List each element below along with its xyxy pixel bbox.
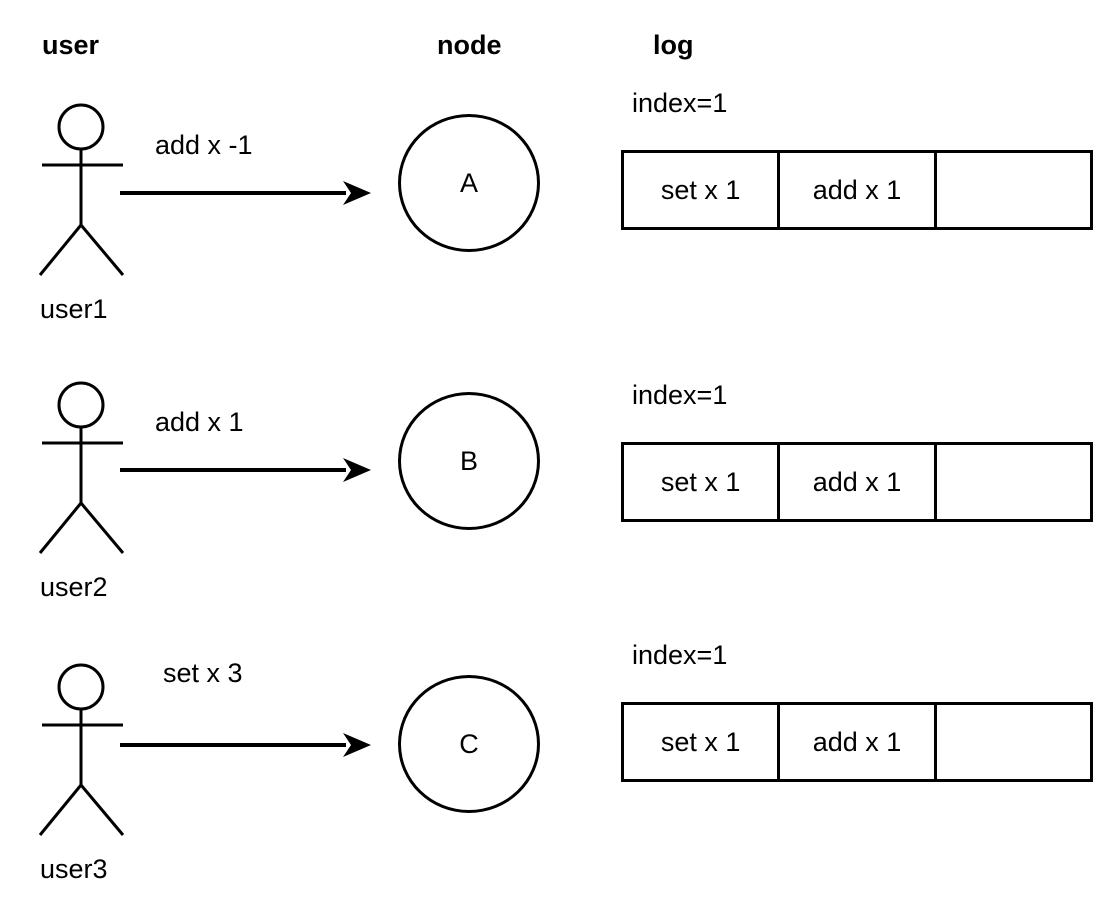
message-label-row2: add x 1 — [155, 407, 244, 437]
column-header-user: user — [42, 30, 100, 60]
node-B[interactable]: B — [398, 392, 540, 530]
message-arrow-row2 — [118, 455, 373, 485]
actor-label-user3: user3 — [40, 854, 108, 884]
message-label-row3: set x 3 — [163, 658, 243, 688]
node-label-C: C — [459, 728, 479, 759]
node-C[interactable]: C — [398, 675, 540, 813]
actor-user1[interactable]: user1 — [32, 100, 162, 323]
actor-label-user2: user2 — [40, 572, 108, 602]
message-label-row1: add x -1 — [155, 130, 253, 160]
log-entry-cell[interactable]: set x 1 — [624, 153, 781, 227]
log-entry-cell[interactable]: set x 1 — [624, 445, 781, 519]
log-entry-cell-empty[interactable] — [937, 445, 1090, 519]
log-entry-cell[interactable]: add x 1 — [780, 153, 937, 227]
column-header-log: log — [653, 30, 694, 60]
message-arrow-row3 — [118, 730, 373, 760]
log-index-row3: index=1 — [632, 640, 728, 670]
column-header-node: node — [437, 30, 502, 60]
node-A[interactable]: A — [398, 114, 540, 252]
log-entry-cell-empty[interactable] — [937, 153, 1090, 227]
log-table-row2: set x 1 add x 1 — [621, 442, 1093, 522]
log-index-row2: index=1 — [632, 380, 728, 410]
log-entry-cell-empty[interactable] — [937, 705, 1090, 779]
stick-figure-icon — [38, 663, 125, 836]
stick-figure-icon — [38, 381, 125, 554]
stick-figure-icon — [38, 103, 125, 276]
log-table-row3: set x 1 add x 1 — [621, 702, 1093, 782]
node-label-B: B — [459, 445, 478, 476]
actor-user3[interactable]: user3 — [32, 660, 162, 883]
log-entry-cell[interactable]: set x 1 — [624, 705, 781, 779]
actor-label-user1: user1 — [40, 294, 108, 324]
log-entry-cell[interactable]: add x 1 — [780, 705, 937, 779]
actor-user2[interactable]: user2 — [32, 378, 162, 601]
message-arrow-row1 — [118, 178, 373, 208]
log-index-row1: index=1 — [632, 88, 728, 118]
log-entry-cell[interactable]: add x 1 — [780, 445, 937, 519]
node-label-A: A — [459, 167, 478, 198]
log-table-row1: set x 1 add x 1 — [621, 150, 1093, 230]
